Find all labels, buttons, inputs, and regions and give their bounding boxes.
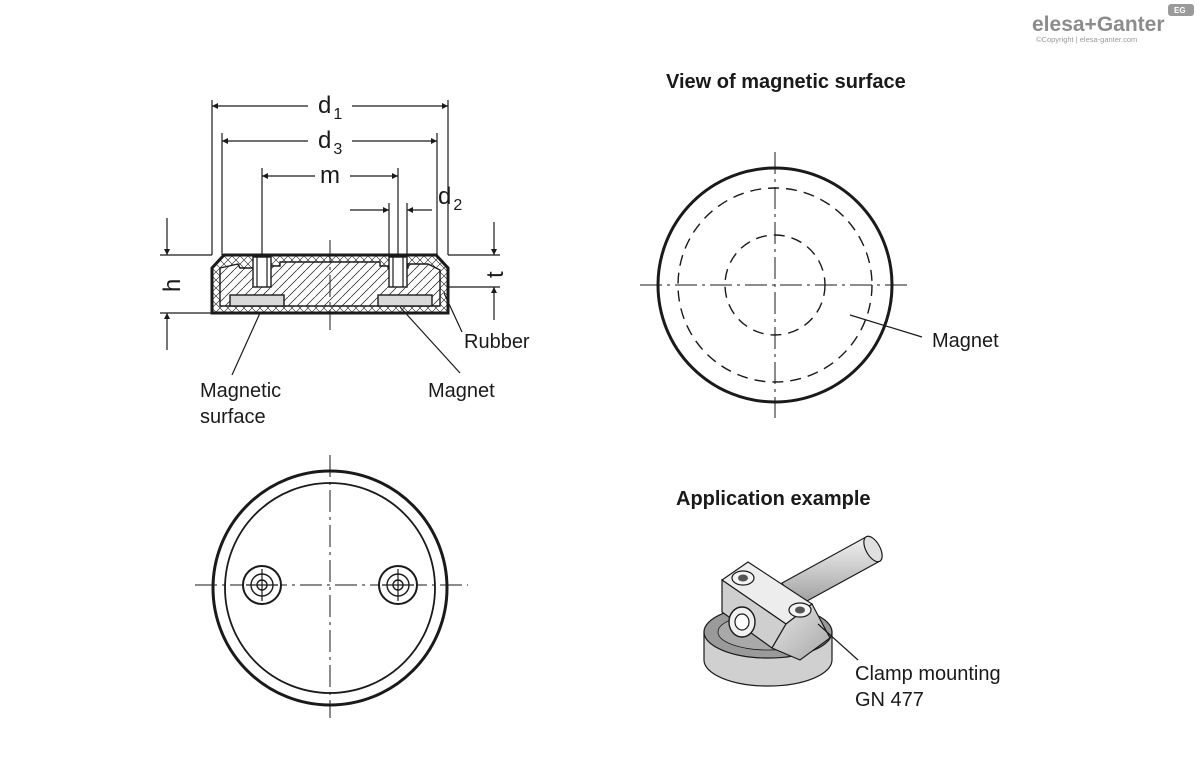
magnetic-surface-view: View of magnetic surface Magnet <box>640 71 999 418</box>
thread-hole-left <box>252 256 272 288</box>
thread-hole-right <box>388 256 408 288</box>
magnetic-view-title: View of magnetic surface <box>666 71 906 93</box>
clamp-leader <box>817 623 859 661</box>
dim-m: m <box>320 162 340 189</box>
magnetic-surface-label-line1: Magnetic <box>200 380 281 402</box>
application-title: Application example <box>676 488 871 510</box>
mounting-hole-right <box>378 565 418 605</box>
logo-brand-text: elesa+Ganter <box>1032 13 1165 36</box>
rubber-leader <box>443 292 463 333</box>
clamp-label-line1: Clamp mounting <box>855 663 1001 685</box>
mounting-hole-left <box>242 565 282 605</box>
logo-copyright: ©Copyright | elesa-ganter.com <box>1036 35 1137 44</box>
application-clamp-block <box>720 561 831 661</box>
logo-badge-text: EG <box>1174 6 1186 15</box>
magnet-left <box>229 294 285 307</box>
magnetic-view-magnet-label: Magnet <box>932 330 999 352</box>
top-view <box>195 455 468 718</box>
rubber-label: Rubber <box>464 331 530 353</box>
magnet-label: Magnet <box>428 380 495 402</box>
logo-badge <box>1168 4 1194 16</box>
elesa-ganter-logo: elesa+Ganter EG ©Copyright | elesa-gante… <box>1032 4 1194 44</box>
clamp-label-line2: GN 477 <box>855 689 924 711</box>
magnet-leader <box>399 306 461 374</box>
magnetic-view-magnet-leader <box>849 314 923 338</box>
magnetic-surface-leader <box>231 312 261 376</box>
magnet-right <box>377 294 433 307</box>
dim-t: t <box>482 271 509 278</box>
dimension-lines <box>164 103 497 350</box>
application-example: Application example Clamp mounting GN 47 <box>676 488 1001 711</box>
magnetic-surface-label-line2: surface <box>200 406 266 428</box>
dim-h: h <box>159 279 186 292</box>
